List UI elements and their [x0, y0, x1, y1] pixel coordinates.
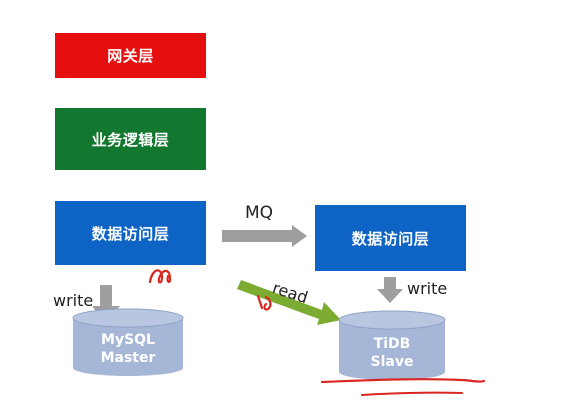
write-label-left: write — [53, 291, 94, 310]
gateway-layer-box: 网关层 — [55, 33, 206, 78]
mq-arrow — [222, 225, 307, 247]
data-access-layer-right-label: 数据访问层 — [351, 229, 430, 248]
red-underline-lower — [361, 391, 463, 396]
tidb-slave-label: TiDB Slave — [339, 335, 445, 371]
write-label-right: write — [407, 279, 448, 298]
gateway-layer-label: 网关层 — [107, 47, 154, 65]
write-arrow-right — [377, 277, 403, 303]
data-access-layer-left-label: 数据访问层 — [91, 224, 170, 243]
data-access-layer-right-box: 数据访问层 — [315, 205, 466, 271]
red-scribble-mark-lower — [256, 294, 272, 311]
business-logic-layer-label: 业务逻辑层 — [91, 130, 170, 149]
mysql-master-line2: Master — [100, 350, 156, 366]
red-underline-upper — [320, 378, 486, 384]
tidb-slave-cylinder — [338, 310, 446, 380]
tidb-slave-line1: TiDB — [373, 336, 411, 352]
read-arrow — [237, 280, 341, 325]
red-scribble-mark-upper — [148, 269, 172, 284]
mysql-master-label: MySQL Master — [73, 331, 183, 367]
mysql-master-cylinder — [72, 308, 184, 376]
mysql-master-line1: MySQL — [101, 332, 155, 348]
business-logic-layer-box: 业务逻辑层 — [55, 108, 206, 170]
data-access-layer-left-box: 数据访问层 — [55, 201, 206, 265]
tidb-slave-line2: Slave — [370, 354, 414, 370]
mq-label: MQ — [245, 203, 274, 223]
